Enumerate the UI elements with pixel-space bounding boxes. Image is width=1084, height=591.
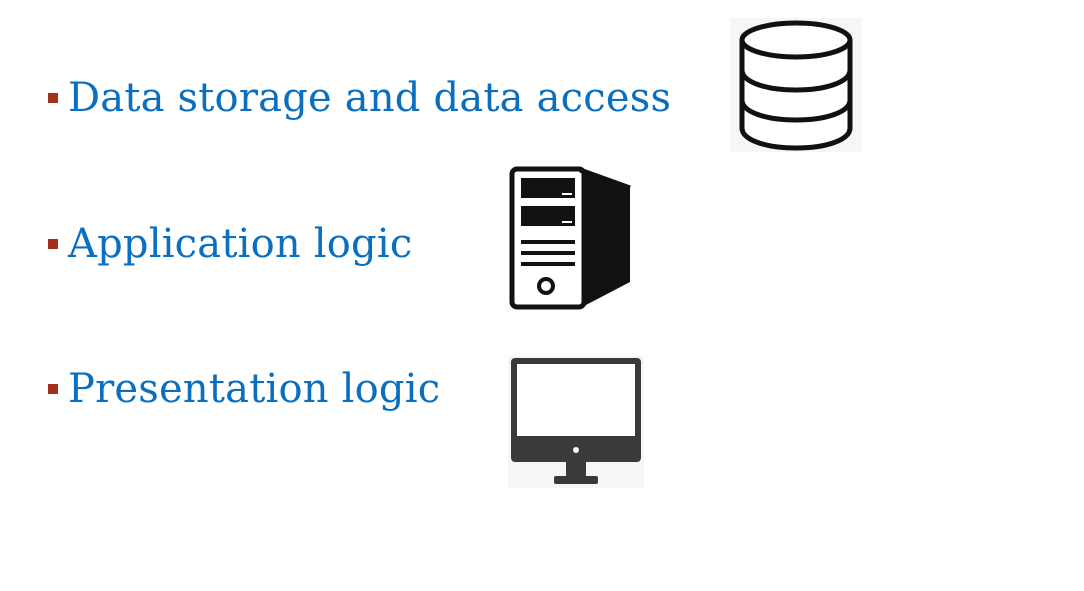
server-tower-icon (509, 166, 631, 310)
bullet-text: Presentation logic (68, 366, 441, 412)
desktop-monitor-icon (508, 356, 644, 488)
bullet-item-presentation-logic: Presentation logic (48, 369, 440, 409)
bullet-item-application-logic: Application logic (48, 224, 412, 264)
bullet-text: Data storage and data access (68, 75, 672, 121)
database-icon (730, 18, 862, 152)
bullet-text: Application logic (68, 221, 413, 267)
square-bullet-icon (48, 239, 58, 249)
square-bullet-icon (48, 384, 58, 394)
bullet-item-data-storage: Data storage and data access (48, 78, 671, 118)
square-bullet-icon (48, 93, 58, 103)
